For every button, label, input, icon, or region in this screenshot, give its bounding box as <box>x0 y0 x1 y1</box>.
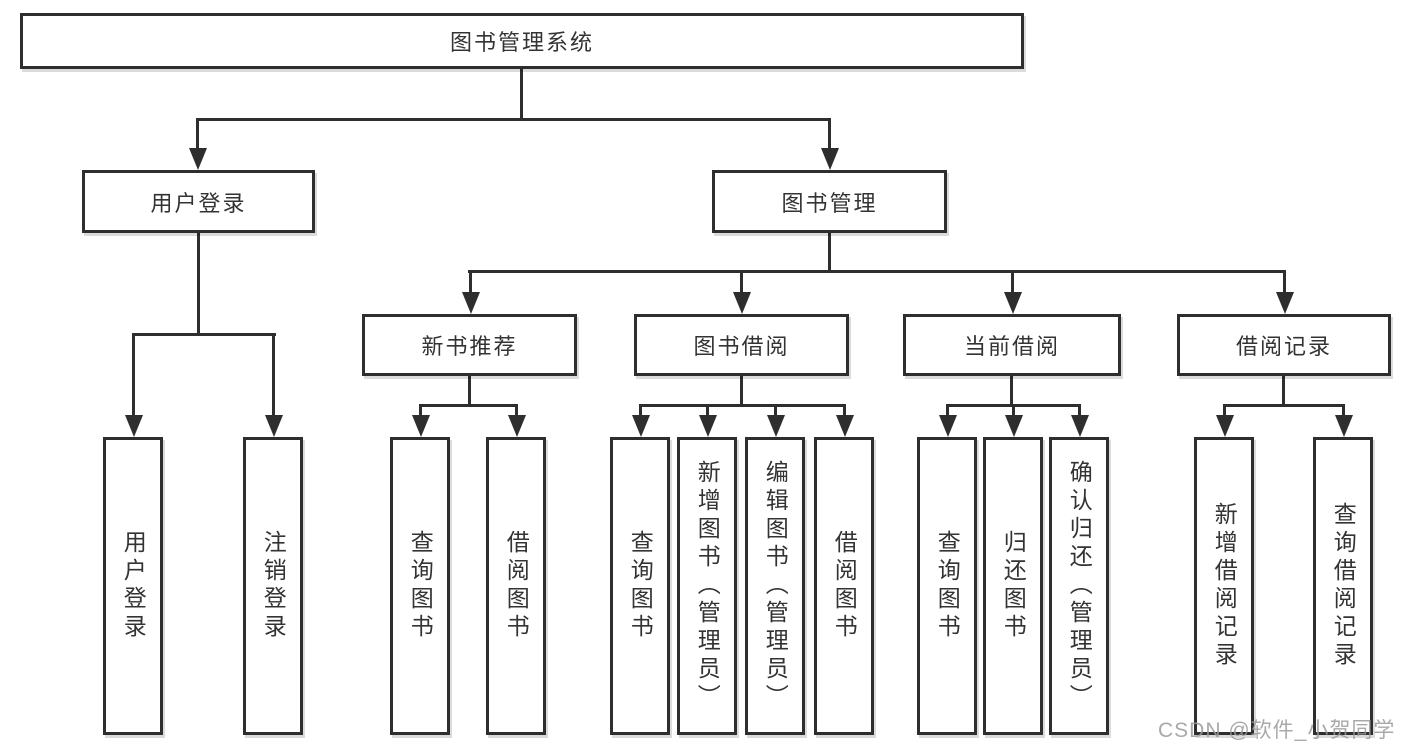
leaf-label: 借阅图书 <box>831 530 858 642</box>
node-label: 图书管理 <box>781 190 878 216</box>
leaf-add-books-admin: 新增图书（管理员） <box>677 437 737 735</box>
leaf-query-books-3: 查询图书 <box>917 437 977 735</box>
connector <box>706 404 709 418</box>
connector <box>639 404 642 418</box>
leaf-label: 注销登录 <box>260 530 287 642</box>
node-borrowing-records: 借阅记录 <box>1177 314 1391 376</box>
arrow-down-icon <box>632 415 650 437</box>
arrow-down-icon <box>1276 292 1294 314</box>
arrow-down-icon <box>508 415 526 437</box>
connector <box>196 118 831 121</box>
connector <box>1011 270 1014 296</box>
connector <box>1342 404 1345 418</box>
connector <box>132 333 276 336</box>
connector <box>740 376 743 407</box>
connector <box>196 118 199 152</box>
csdn-watermark: CSDN @软件_小贺同学 <box>1158 719 1396 742</box>
node-label: 当前借阅 <box>963 334 1060 359</box>
node-label: 借阅记录 <box>1235 334 1332 359</box>
leaf-label: 查询图书 <box>407 530 434 642</box>
connector <box>774 404 777 418</box>
connector <box>639 404 845 407</box>
connector <box>1010 376 1013 407</box>
leaf-label: 查询图书 <box>934 530 961 642</box>
connector <box>828 118 831 152</box>
leaf-logout: 注销登录 <box>243 437 303 735</box>
arrow-down-icon <box>699 415 717 437</box>
arrow-down-icon <box>412 415 430 437</box>
leaf-user-login: 用户登录 <box>103 437 163 735</box>
connector <box>1223 404 1344 407</box>
node-label: 用户登录 <box>150 190 247 216</box>
leaf-label: 借阅图书 <box>503 530 530 642</box>
arrow-down-icon <box>462 292 480 314</box>
node-library-management-system: 图书管理系统 <box>20 13 1024 69</box>
node-label: 新书推荐 <box>421 334 518 359</box>
connector <box>132 333 135 417</box>
leaf-label: 确认归还（管理员） <box>1066 460 1093 712</box>
arrow-down-icon <box>821 148 839 170</box>
leaf-borrow-books-2: 借阅图书 <box>814 437 874 735</box>
node-new-book-recommendation: 新书推荐 <box>362 314 577 376</box>
leaf-borrow-books: 借阅图书 <box>486 437 546 735</box>
leaf-label: 用户登录 <box>120 530 147 642</box>
leaf-label: 查询借阅记录 <box>1330 502 1357 670</box>
connector <box>1283 270 1286 296</box>
connector <box>419 404 518 407</box>
connector <box>515 404 518 418</box>
leaf-label: 新增借阅记录 <box>1211 502 1238 670</box>
leaf-query-books-2: 查询图书 <box>610 437 670 735</box>
leaf-label: 新增图书（管理员） <box>694 460 721 712</box>
node-label: 图书管理系统 <box>449 30 594 55</box>
arrow-down-icon <box>189 148 207 170</box>
connector <box>419 404 422 418</box>
connector <box>1078 404 1081 418</box>
connector <box>740 270 743 296</box>
leaf-query-books: 查询图书 <box>390 437 450 735</box>
leaf-return-books: 归还图书 <box>983 437 1043 735</box>
node-user-login: 用户登录 <box>82 170 315 233</box>
arrow-down-icon <box>1071 415 1089 437</box>
node-current-borrowing: 当前借阅 <box>903 314 1121 376</box>
connector <box>469 270 472 296</box>
arrow-down-icon <box>939 415 957 437</box>
arrow-down-icon <box>125 415 143 437</box>
connector <box>197 233 200 335</box>
arrow-down-icon <box>1005 415 1023 437</box>
arrow-down-icon <box>836 415 854 437</box>
arrow-down-icon <box>1004 292 1022 314</box>
arrow-down-icon <box>767 415 785 437</box>
arrow-down-icon <box>733 292 751 314</box>
node-book-management: 图书管理 <box>712 170 947 233</box>
node-book-borrowing: 图书借阅 <box>634 314 849 376</box>
arrow-down-icon <box>1216 415 1234 437</box>
arrow-down-icon <box>1335 415 1353 437</box>
connector <box>843 404 846 418</box>
connector <box>1012 404 1015 418</box>
arrow-down-icon <box>265 415 283 437</box>
leaf-query-borrow-record: 查询借阅记录 <box>1313 437 1373 735</box>
connector <box>946 404 949 418</box>
leaf-label: 归还图书 <box>1000 530 1027 642</box>
connector <box>468 270 1286 273</box>
connector <box>520 69 523 119</box>
connector <box>468 376 471 407</box>
connector <box>828 233 831 273</box>
node-label: 图书借阅 <box>693 334 790 359</box>
leaf-add-borrow-record: 新增借阅记录 <box>1194 437 1254 735</box>
leaf-confirm-return-admin: 确认归还（管理员） <box>1049 437 1109 735</box>
leaf-edit-books-admin: 编辑图书（管理员） <box>745 437 805 735</box>
connector <box>1223 404 1226 418</box>
leaf-label: 编辑图书（管理员） <box>762 460 789 712</box>
connector <box>1282 376 1285 407</box>
leaf-label: 查询图书 <box>627 530 654 642</box>
connector <box>272 333 275 417</box>
